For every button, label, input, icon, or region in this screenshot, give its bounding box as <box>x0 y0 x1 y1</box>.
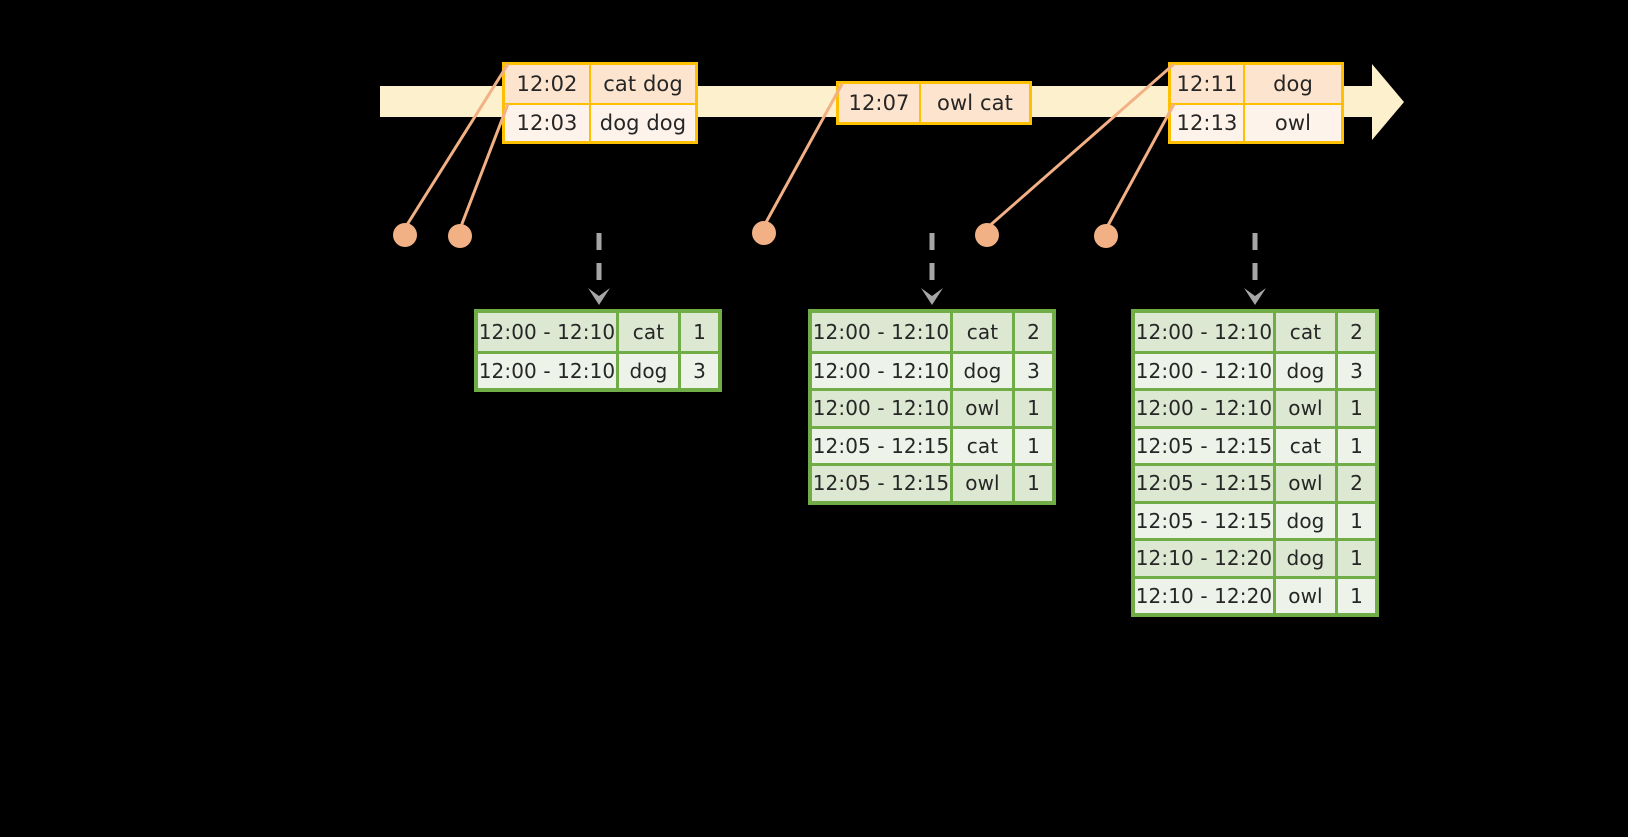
event-time: 12:02 <box>505 65 589 103</box>
table-cell-window: 12:00 - 12:10 <box>478 313 616 351</box>
table-cell-word: owl <box>950 466 1012 501</box>
table-cell-window: 12:00 - 12:10 <box>1135 353 1273 388</box>
event-value: dog dog <box>589 105 695 141</box>
table-cell-count: 1 <box>1335 578 1375 613</box>
table-cell-window: 12:00 - 12:10 <box>1135 391 1273 426</box>
table-cell-window: 12:00 - 12:10 <box>478 353 616 388</box>
table-cell-word: dog <box>616 353 678 388</box>
table-cell-count: 2 <box>1012 313 1052 351</box>
event-box-2[interactable]: 12:07 owl cat <box>836 81 1032 125</box>
event-time: 12:11 <box>1171 65 1243 103</box>
connector-line-2 <box>458 103 510 230</box>
table-cell-word: owl <box>1273 466 1335 501</box>
table-cell-window: 12:05 - 12:15 <box>812 466 950 501</box>
event-time: 12:07 <box>839 84 919 122</box>
table-cell-word: dog <box>1273 503 1335 538</box>
event-row: 12:07 owl cat <box>839 84 1029 122</box>
table-cell-window: 12:00 - 12:10 <box>812 313 950 351</box>
event-value: owl <box>1243 105 1341 141</box>
event-row: 12:13 owl <box>1171 103 1341 141</box>
table-cell-word: cat <box>1273 313 1335 351</box>
table-cell-window: 12:10 - 12:20 <box>1135 541 1273 576</box>
table-cell-count: 1 <box>1335 503 1375 538</box>
event-time: 12:13 <box>1171 105 1243 141</box>
event-row: 12:02 cat dog <box>505 65 695 103</box>
event-row: 12:11 dog <box>1171 65 1341 103</box>
table-cell-window: 12:00 - 12:10 <box>1135 313 1273 351</box>
table-cell-count: 3 <box>1335 353 1375 388</box>
connector-dot-5 <box>1094 224 1118 248</box>
table-cell-word: dog <box>1273 353 1335 388</box>
table-cell-count: 1 <box>1335 428 1375 463</box>
table-cell-count: 1 <box>1012 466 1052 501</box>
timeline-arrow-head <box>1372 64 1404 140</box>
dashed-arrows <box>588 233 1266 305</box>
table-cell-count: 1 <box>1335 391 1375 426</box>
dashed-arrow-1-head <box>588 288 610 305</box>
connector-dot-1 <box>393 223 417 247</box>
connector-dot-4 <box>975 223 999 247</box>
table-cell-count: 2 <box>1335 466 1375 501</box>
table-cell-count: 1 <box>1335 541 1375 576</box>
event-value: cat dog <box>589 65 695 103</box>
dashed-arrow-3-head <box>1244 288 1266 305</box>
table-cell-count: 3 <box>678 353 718 388</box>
table-cell-word: cat <box>616 313 678 351</box>
connector-line-5 <box>1104 103 1176 230</box>
event-time: 12:03 <box>505 105 589 141</box>
table-cell-word: owl <box>950 391 1012 426</box>
connector-dot-2 <box>448 224 472 248</box>
event-value: owl cat <box>919 84 1029 122</box>
table-cell-word: owl <box>1273 578 1335 613</box>
table-cell-count: 1 <box>1012 428 1052 463</box>
event-value: dog <box>1243 65 1341 103</box>
table-cell-window: 12:05 - 12:15 <box>1135 503 1273 538</box>
table-cell-word: dog <box>1273 541 1335 576</box>
table-cell-count: 1 <box>678 313 718 351</box>
table-cell-count: 1 <box>1012 391 1052 426</box>
event-row: 12:03 dog dog <box>505 103 695 141</box>
table-cell-word: cat <box>950 428 1012 463</box>
table-cell-word: cat <box>950 313 1012 351</box>
table-cell-window: 12:00 - 12:10 <box>812 353 950 388</box>
dashed-arrow-2-head <box>921 288 943 305</box>
event-box-3[interactable]: 12:11 dog 12:13 owl <box>1168 62 1344 144</box>
table-cell-count: 2 <box>1335 313 1375 351</box>
table-cell-window: 12:05 - 12:15 <box>812 428 950 463</box>
table-cell-count: 3 <box>1012 353 1052 388</box>
table-cell-window: 12:10 - 12:20 <box>1135 578 1273 613</box>
table-cell-word: dog <box>950 353 1012 388</box>
table-cell-word: cat <box>1273 428 1335 463</box>
table-cell-word: owl <box>1273 391 1335 426</box>
table-cell-window: 12:05 - 12:15 <box>1135 428 1273 463</box>
table-cell-window: 12:00 - 12:10 <box>812 391 950 426</box>
event-box-1[interactable]: 12:02 cat dog 12:03 dog dog <box>502 62 698 144</box>
connector-dot-3 <box>752 221 776 245</box>
table-cell-window: 12:05 - 12:15 <box>1135 466 1273 501</box>
